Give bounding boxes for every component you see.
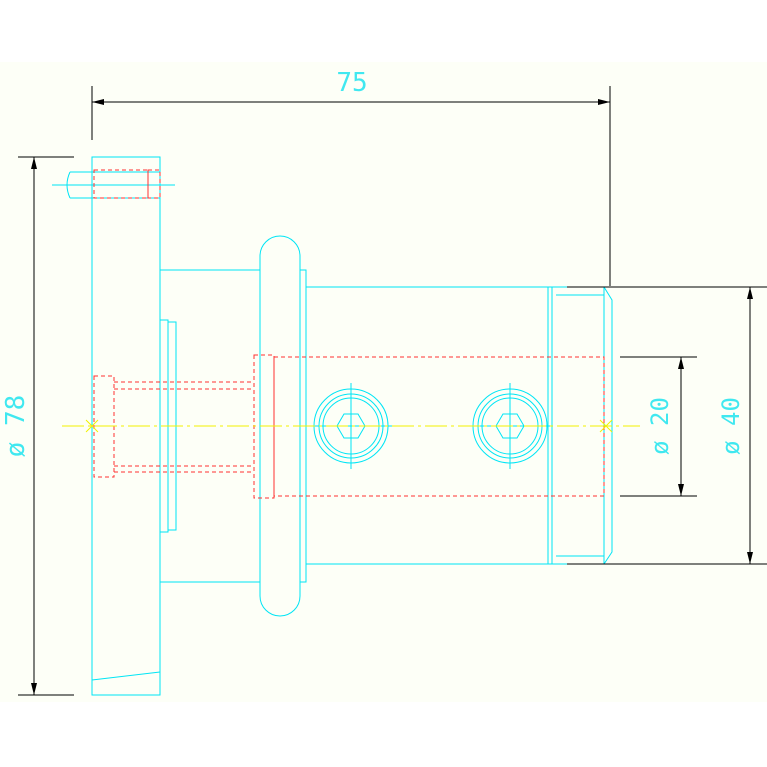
flange-bevel-line bbox=[91, 671, 161, 681]
dimension-lines bbox=[18, 86, 767, 696]
dim-40-label: ø 40 bbox=[717, 397, 745, 455]
neck-outline bbox=[159, 269, 260, 583]
dim-78-label: ø 78 bbox=[1, 395, 31, 458]
drawing-sheet bbox=[0, 62, 767, 702]
axis-mark-right bbox=[599, 419, 613, 433]
top-pin-hole-end bbox=[147, 169, 161, 199]
axis-mark-left bbox=[85, 419, 99, 433]
top-pin-hole bbox=[93, 169, 149, 199]
center-axis bbox=[62, 419, 640, 433]
dimension-labels: 75 ø 78 ø 20 ø 40 bbox=[1, 68, 745, 457]
dim-20-label: ø 20 bbox=[646, 397, 674, 455]
dim-75-label: 75 bbox=[336, 68, 367, 98]
rear-bore bbox=[114, 381, 254, 473]
